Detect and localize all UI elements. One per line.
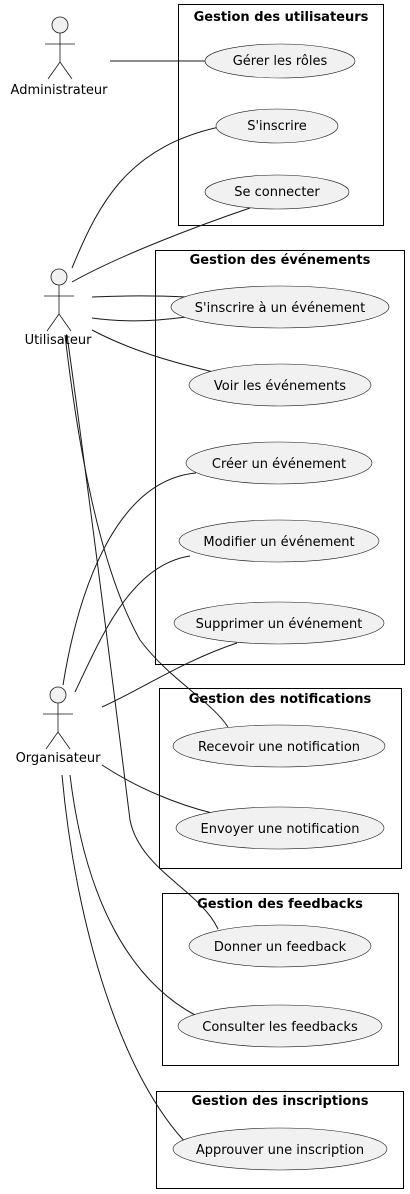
usecase-create-event	[185, 441, 373, 485]
usecase-send-notification-label: Envoyer une notification	[201, 822, 360, 837]
relation-organizer-view-feedbacks	[69, 774, 196, 1016]
package-registrations-frame	[156, 1091, 404, 1189]
usecase-delete-event	[173, 601, 385, 645]
actor-head-icon	[49, 686, 67, 704]
usecase-give-feedback	[188, 924, 372, 968]
usecase-create-event-label: Créer un événement	[212, 457, 346, 472]
usecase-receive-notification-label: Recevoir une notification	[198, 740, 360, 755]
package-events-title: Gestion des événements	[190, 253, 371, 268]
package-users-title: Gestion des utilisateurs	[194, 10, 369, 25]
usecase-login	[204, 174, 350, 210]
relation-organizer-approve-registration	[61, 774, 194, 1151]
usecase-approve-registration	[172, 1127, 388, 1171]
usecase-view-feedbacks-label: Consulter les feedbacks	[202, 1020, 358, 1035]
relation-organizer-create-event	[62, 472, 197, 686]
relation-organizer-edit-event	[74, 555, 191, 693]
relation-user-login	[71, 207, 251, 283]
package-registrations-title: Gestion des inscriptions	[192, 1094, 369, 1109]
actor-body-icon	[43, 703, 73, 750]
usecase-view-events	[188, 363, 372, 407]
relation-organizer-send-notification	[101, 764, 213, 814]
actor-body-icon	[45, 33, 75, 80]
actor-utilisateur: Utilisateur	[25, 268, 93, 348]
relation-organizer-delete-event	[101, 642, 238, 708]
usecase-delete-event-label: Supprimer un événement	[196, 617, 363, 632]
package-feedbacks-frame	[162, 893, 399, 1066]
relations	[61, 60, 251, 1151]
package-events-frame	[155, 250, 405, 665]
relation-user-event-register-2	[91, 316, 187, 322]
usecase-view-events-label: Voir les événements	[214, 379, 346, 394]
usecase-edit-event	[178, 519, 380, 563]
relation-user-receive-notification	[64, 334, 229, 728]
usecase-login-label: Se connecter	[234, 185, 320, 200]
package-feedbacks-title: Gestion des feedbacks	[197, 897, 363, 912]
relation-user-give-feedback	[66, 334, 219, 930]
usecase-edit-event-label: Modifier un événement	[203, 535, 354, 550]
usecase-send-notification	[175, 806, 385, 850]
actor-administrateur: Administrateur	[11, 16, 109, 98]
usecase-receive-notification	[172, 724, 386, 768]
usecase-signup-label: S'inscrire	[247, 119, 307, 134]
usecase-give-feedback-label: Donner un feedback	[214, 940, 347, 955]
actor-user-label: Utilisateur	[25, 333, 93, 348]
actor-head-icon	[50, 268, 68, 286]
relation-user-event-register-1	[91, 295, 187, 298]
actor-admin-label: Administrateur	[11, 83, 109, 98]
actor-organisateur: Organisateur	[16, 686, 101, 766]
actor-body-icon	[44, 285, 74, 332]
actor-organizer-label: Organisateur	[16, 751, 101, 766]
relation-user-signup	[71, 125, 225, 269]
package-users-frame	[178, 4, 384, 226]
package-notifications-title: Gestion des notifications	[189, 692, 372, 707]
usecase-event-register	[170, 285, 390, 329]
relation-user-view-events	[91, 329, 223, 375]
usecase-approve-registration-label: Approuver une inscription	[196, 1143, 364, 1158]
actor-head-icon	[51, 16, 69, 34]
package-notifications-frame	[159, 688, 402, 869]
usecase-signup	[215, 108, 339, 144]
usecase-manage-roles	[204, 43, 356, 79]
usecase-view-feedbacks	[177, 1004, 383, 1048]
usecase-event-register-label: S'inscrire à un événement	[195, 301, 365, 316]
usecase-manage-roles-label: Gérer les rôles	[233, 54, 328, 69]
